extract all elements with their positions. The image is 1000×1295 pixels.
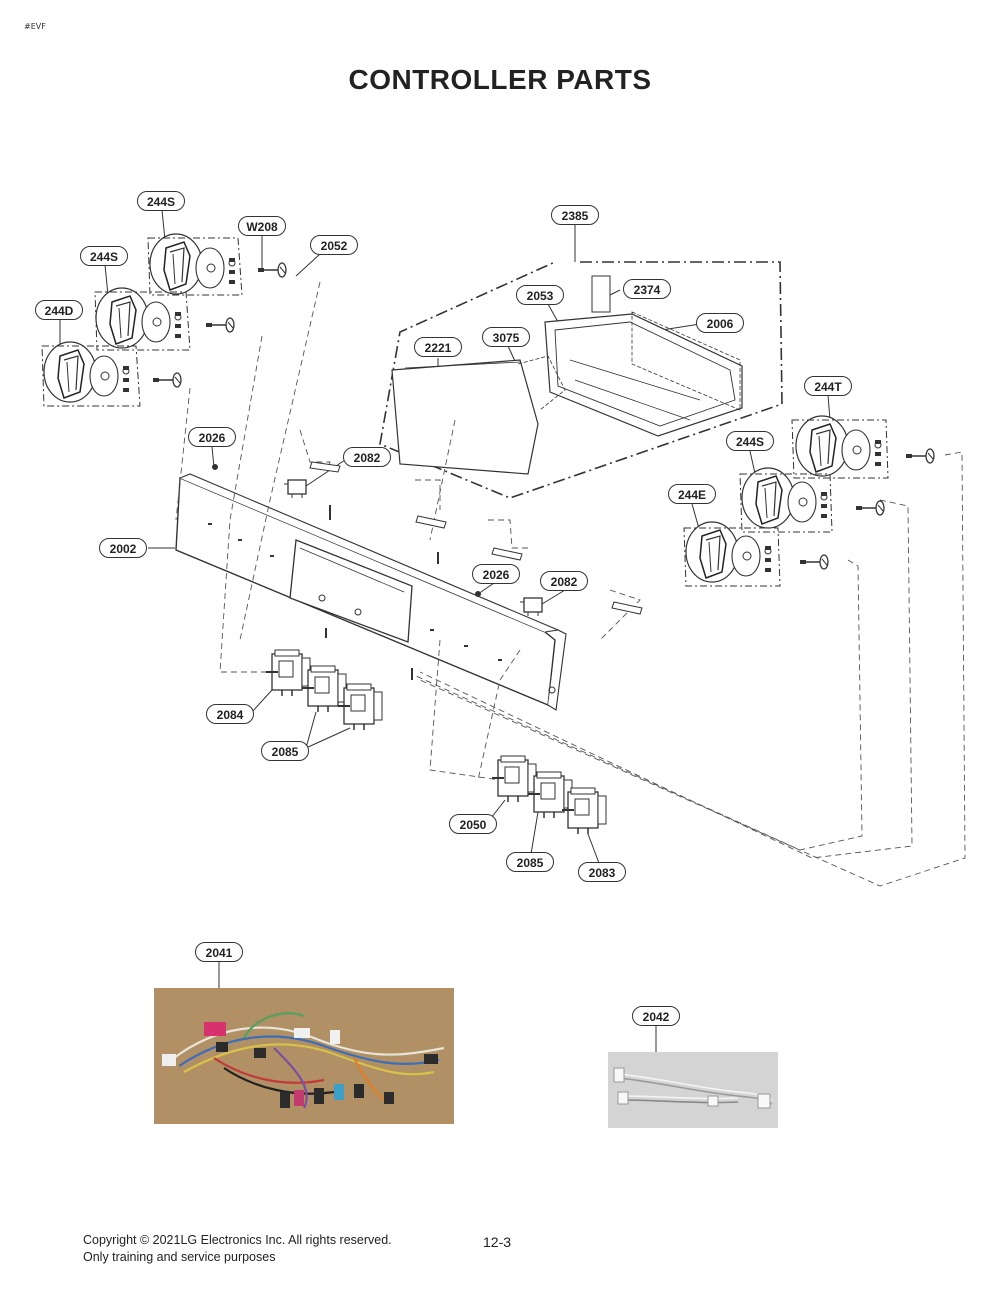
callout-244S-right: 244S	[726, 431, 774, 451]
callout-2026-right: 2026	[472, 564, 520, 584]
callout-2374: 2374	[623, 279, 671, 299]
callout-2085-right: 2085	[506, 852, 554, 872]
callout-2026-left: 2026	[188, 427, 236, 447]
callout-244D: 244D	[35, 300, 83, 320]
page-number: 12-3	[483, 1234, 512, 1250]
callout-2385: 2385	[551, 205, 599, 225]
callout-2083: 2083	[578, 862, 626, 882]
assembly-guides	[175, 281, 966, 887]
wire-harness-photo-2042	[608, 1052, 778, 1128]
display-assembly	[379, 261, 783, 499]
callout-244S-upper: 244S	[137, 191, 185, 211]
callout-244E: 244E	[668, 484, 716, 504]
copyright-line-2: Only training and service purposes	[83, 1250, 276, 1264]
callout-2221: 2221	[414, 337, 462, 357]
page-title: CONTROLLER PARTS	[348, 64, 652, 95]
callout-2082-upper: 2082	[343, 447, 391, 467]
callout-W208: W208	[238, 216, 286, 236]
callout-2006: 2006	[696, 313, 744, 333]
callout-2084: 2084	[206, 704, 254, 724]
callout-2002: 2002	[99, 538, 147, 558]
callout-2052: 2052	[310, 235, 358, 255]
knob-244T	[791, 415, 889, 479]
document-code: #EVF	[24, 22, 46, 31]
knob-244D	[41, 341, 141, 407]
callout-2085-left: 2085	[261, 741, 309, 761]
callout-2041: 2041	[195, 942, 243, 962]
callout-2053: 2053	[516, 285, 564, 305]
wire-harness-photo-2041	[154, 988, 454, 1124]
knob-244S-middle	[94, 287, 191, 351]
control-panel	[175, 464, 567, 711]
callout-3075: 3075	[482, 327, 530, 347]
callout-2082-lower: 2082	[540, 571, 588, 591]
knob-244S-right	[739, 467, 833, 533]
callout-2050: 2050	[449, 814, 497, 834]
knob-244S-upper	[147, 233, 243, 296]
connector-tabs	[309, 461, 643, 615]
copyright-line-1: Copyright © 2021LG Electronics Inc. All …	[83, 1233, 392, 1247]
callout-244T: 244T	[804, 376, 852, 396]
knob-244E	[683, 521, 781, 587]
callout-244S-middle: 244S	[80, 246, 128, 266]
copyright-notice: Copyright © 2021LG Electronics Inc. All …	[83, 1232, 392, 1266]
callout-2042: 2042	[632, 1006, 680, 1026]
